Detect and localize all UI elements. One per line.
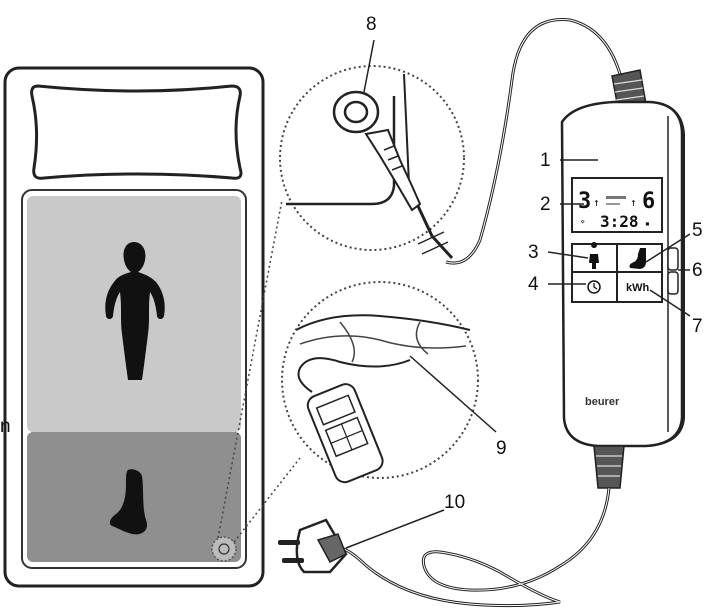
- callout-8: 8: [366, 14, 377, 35]
- leader-5: [645, 233, 691, 263]
- callout-7: 7: [692, 316, 703, 337]
- callout-6: 6: [692, 260, 703, 281]
- blanket-edge: [295, 314, 471, 331]
- strain-relief-bottom-ribs: [596, 455, 622, 477]
- controller-cable-top-inner: [445, 19, 625, 264]
- foot-zone-button[interactable]: [618, 245, 661, 271]
- pad-corner-edge: [286, 96, 396, 206]
- zoom-leader-upper: [217, 199, 283, 539]
- pad-connector: [211, 536, 237, 562]
- pillow: [30, 84, 243, 180]
- power-cable: [325, 487, 611, 608]
- display-arrow-right-icon: ↑: [630, 196, 637, 209]
- bed-illustration: [3, 66, 265, 588]
- small-controller-screen: [315, 394, 356, 426]
- cable-break: [417, 231, 449, 255]
- display-time: 3:28: [600, 212, 639, 231]
- plug-grip: [383, 145, 403, 171]
- controller: 3 ↑ ↑ 6 ⌔ 3:28 ▪ kWh beurer: [325, 18, 685, 608]
- socket-hole: [343, 100, 369, 124]
- display-center-marks: [606, 196, 626, 199]
- leader-3: [547, 251, 589, 259]
- display-right-value: 6: [642, 189, 655, 214]
- display-unit-icon: ▪: [645, 219, 650, 228]
- plug-collar: [316, 533, 347, 563]
- leader-9: [409, 355, 497, 433]
- clock-icon: [587, 280, 601, 294]
- callout-2: 2: [540, 194, 551, 215]
- callout-labels: 1 2 3 4 5 6 7 8 9 10: [366, 14, 703, 513]
- callout-5: 5: [692, 220, 703, 241]
- strain-relief-top-ribs: [613, 79, 645, 101]
- timer-button[interactable]: [573, 273, 616, 301]
- callout-10: 10: [444, 492, 465, 513]
- plug-cable: [416, 205, 454, 260]
- strain-relief-bottom: [593, 445, 625, 489]
- zoom-detail-connector: [279, 65, 465, 260]
- pad-connector-core: [218, 543, 230, 555]
- body-silhouette: [105, 242, 165, 380]
- display-wifi-icon: ⌔: [580, 218, 585, 228]
- leader-lines: [345, 39, 691, 549]
- display-arrow-left-icon: ↑: [593, 196, 600, 209]
- body-zone-button[interactable]: [573, 242, 616, 271]
- brand-logo: beurer: [585, 396, 620, 408]
- body-figure-icon: [589, 242, 599, 269]
- leader-8: [363, 39, 375, 93]
- callout-1: 1: [540, 150, 551, 171]
- zoom-circle-bottom: [281, 281, 479, 479]
- blanket-fold: [299, 321, 467, 363]
- leader-7: [649, 289, 691, 317]
- display-center-marks-2: [606, 203, 620, 205]
- small-controller-divider-h: [330, 429, 363, 444]
- zoom-detail-in-use: [281, 281, 479, 484]
- foot-icon: [629, 248, 646, 269]
- side-button-upper[interactable]: [667, 247, 679, 271]
- lcd-display: [571, 177, 663, 233]
- zoom-circle-top: [279, 65, 465, 251]
- clock-hands-icon: [593, 283, 598, 290]
- small-cable: [297, 357, 411, 393]
- plug-pin-lower: [282, 558, 304, 563]
- kwh-button[interactable]: kWh: [618, 273, 661, 301]
- leader-10: [345, 509, 445, 549]
- kwh-button-label: kWh: [626, 282, 650, 294]
- foot-silhouette: [109, 469, 148, 535]
- edge-letter: n: [0, 416, 11, 437]
- callout-3: 3: [528, 242, 539, 263]
- small-controller: [306, 383, 384, 484]
- callout-4: 4: [528, 274, 539, 295]
- power-cable-inner: [325, 487, 610, 607]
- plug-pin-upper: [278, 540, 300, 545]
- mains-plug: [278, 518, 348, 574]
- callout-9: 9: [496, 438, 507, 459]
- side-button-lower[interactable]: [667, 271, 679, 295]
- controller-side: [645, 101, 685, 447]
- display-left-value: 3: [578, 189, 591, 214]
